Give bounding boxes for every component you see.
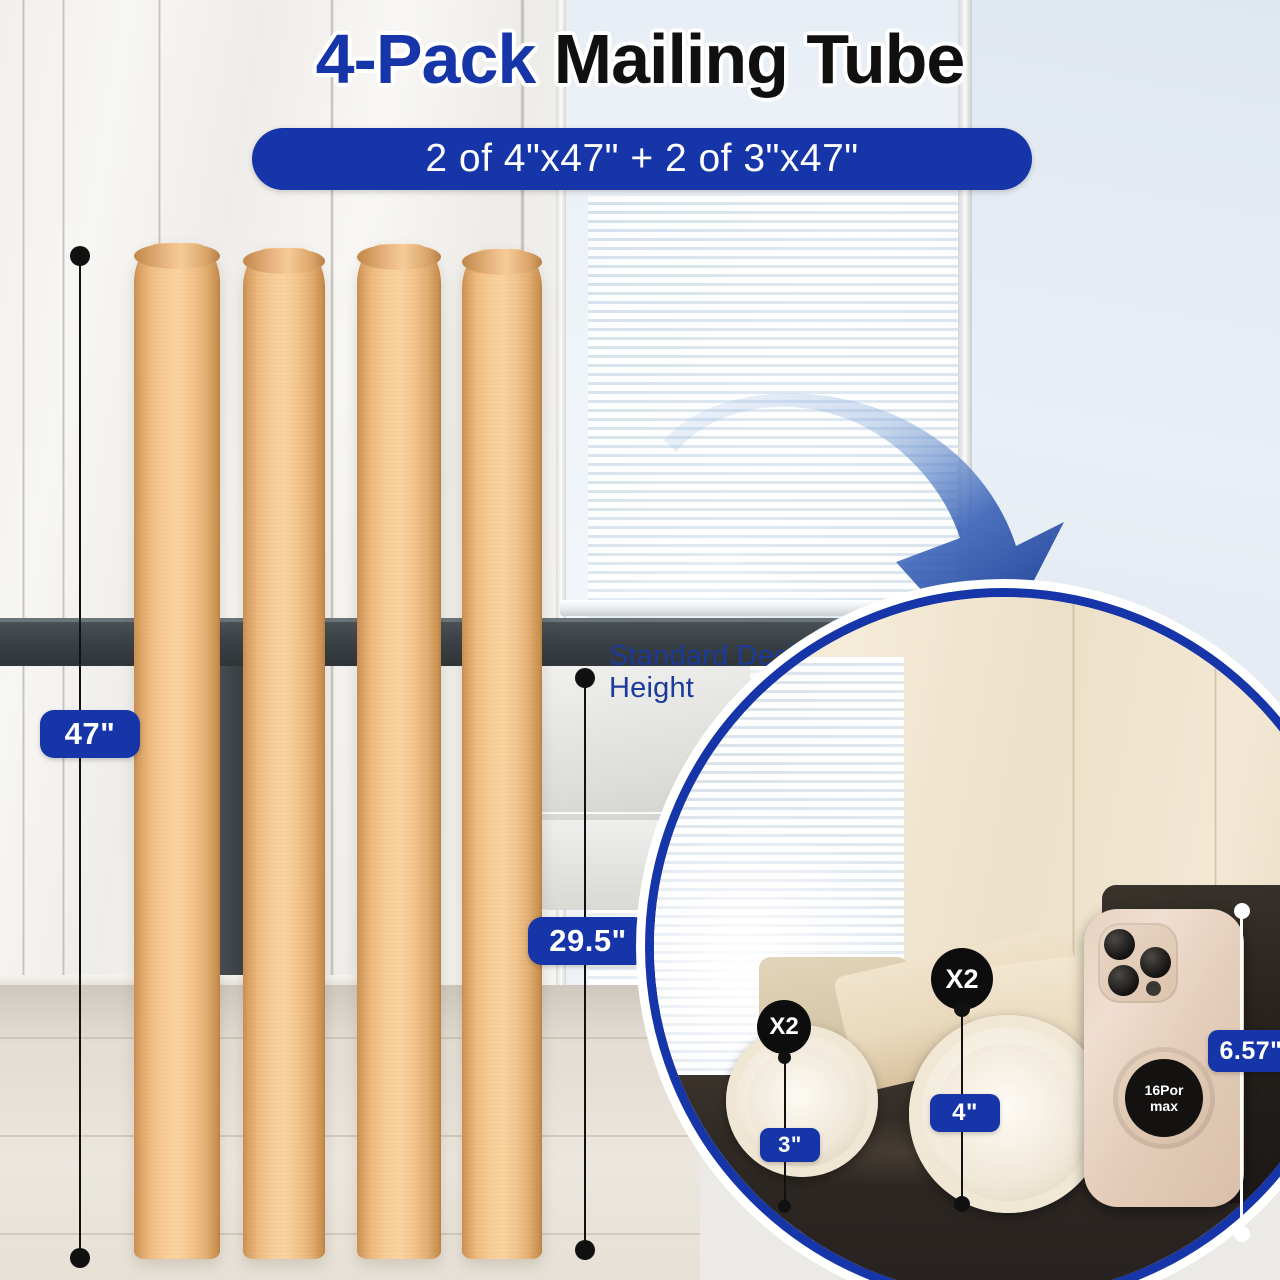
mailing-tube: [462, 249, 542, 1259]
length-badge-47: 47": [40, 710, 140, 758]
inset-wall-seam: [1214, 597, 1217, 1077]
phone-model-line2: max: [1149, 1098, 1179, 1114]
camera-lens-icon: [1108, 965, 1139, 996]
inset-wall-seam: [1072, 597, 1075, 1077]
mailing-tube: [134, 243, 220, 1259]
phone-camera-module: [1098, 923, 1178, 1003]
cabinet-seam: [62, 0, 65, 990]
subtitle-pill: 2 of 4"x47" + 2 of 3"x47": [252, 128, 1032, 190]
mailing-tube-cap: [462, 249, 542, 275]
quantity-badge-small-tube: X2: [757, 1000, 811, 1054]
mailing-tube-cap: [243, 248, 325, 274]
floor-contact-shadow: [0, 985, 700, 1045]
measure-dot-bottom-47: [70, 1248, 90, 1268]
measure-dot-bottom-4in: [954, 1196, 970, 1212]
phone-height-badge: 6.57": [1208, 1030, 1280, 1072]
camera-lens-icon: [1104, 929, 1135, 960]
floor-seam: [0, 1135, 700, 1137]
chair-stitch-line: [540, 812, 746, 814]
phone-model-chip: 16Por max: [1125, 1059, 1203, 1137]
cabinet-seam: [22, 0, 25, 990]
diameter-badge-4in: 4": [930, 1094, 1000, 1132]
mailing-tube: [243, 248, 325, 1259]
desk-height-badge-295: 29.5": [528, 917, 648, 965]
cabinet-seam: [330, 0, 334, 990]
phone-magsafe-ring: 16Por max: [1113, 1047, 1215, 1149]
page-title: 4-Pack Mailing Tube: [0, 24, 1280, 94]
measure-dot-bottom-295: [575, 1240, 595, 1260]
title-part-blue: 4-Pack: [315, 20, 554, 98]
floor-seam: [0, 1037, 700, 1039]
measure-dot-top-3in: [778, 1051, 791, 1064]
camera-lens-icon: [1140, 947, 1171, 978]
quantity-badge-large-tube: X2: [931, 948, 993, 1010]
floor: [0, 985, 700, 1280]
mailing-tube-cap: [134, 243, 220, 269]
diameter-badge-3in: 3": [760, 1128, 820, 1162]
measure-dot-bottom-phone: [1234, 1226, 1250, 1242]
title-part-black: Mailing Tube: [553, 20, 966, 98]
mailing-tube-cap: [357, 244, 441, 270]
camera-flash-icon: [1146, 981, 1161, 996]
window-frame-left: [556, 0, 566, 1010]
measure-dot-bottom-3in: [778, 1200, 791, 1213]
mailing-tube: [357, 244, 441, 1259]
phone-model-line1: 16Por: [1144, 1081, 1184, 1098]
floor-seam: [0, 1233, 700, 1235]
